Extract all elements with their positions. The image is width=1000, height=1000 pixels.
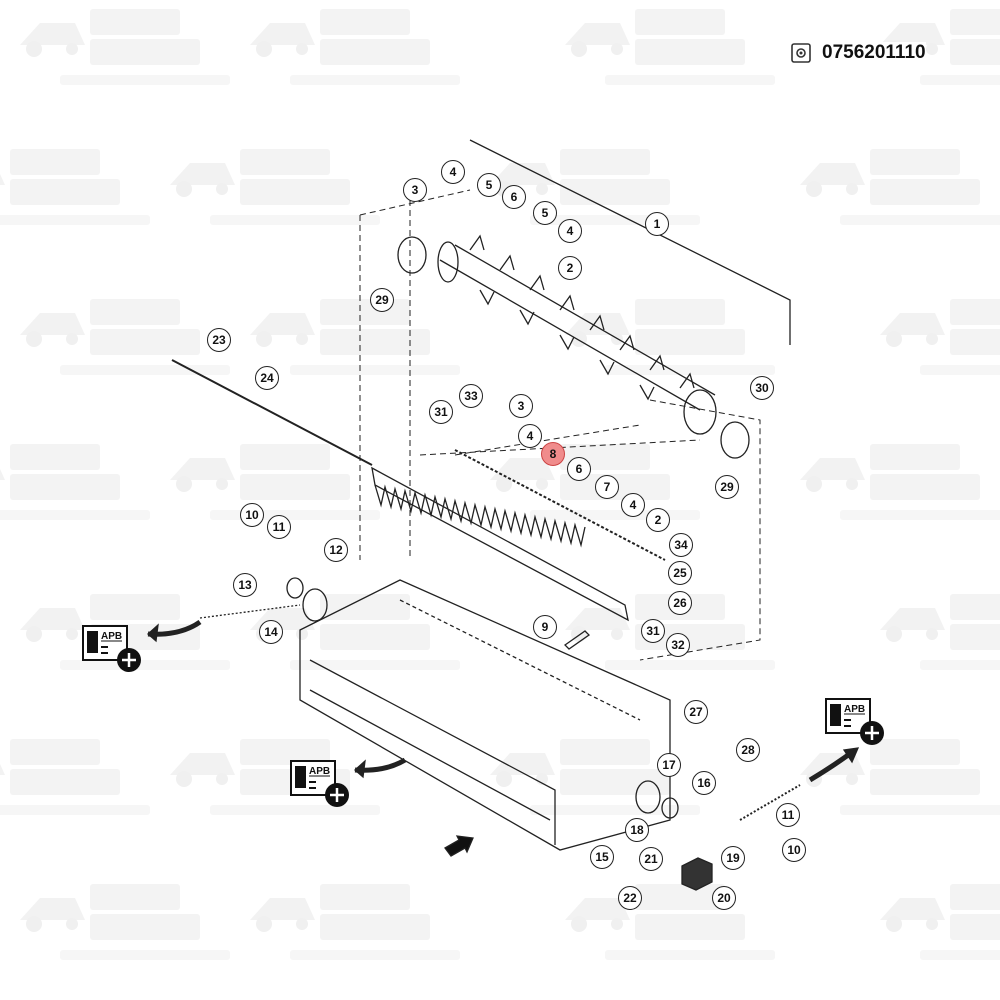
bushing xyxy=(286,577,304,599)
rotor-shaft xyxy=(437,234,717,435)
bearing-13 xyxy=(302,588,328,622)
callout[interactable]: 7 xyxy=(595,475,619,499)
callout[interactable]: 26 xyxy=(668,591,692,615)
apb-label: APB xyxy=(844,704,865,715)
watermark-logo xyxy=(250,884,460,960)
bearing-left xyxy=(397,236,427,274)
callout[interactable]: 22 xyxy=(618,886,642,910)
block-20 xyxy=(681,857,713,891)
callout[interactable]: 6 xyxy=(567,457,591,481)
link-rod xyxy=(199,604,301,619)
part-code: 0756201110 xyxy=(822,42,926,63)
watermark-logo xyxy=(250,9,460,85)
callout[interactable]: 4 xyxy=(558,219,582,243)
callout[interactable]: 2 xyxy=(558,256,582,280)
add-icon: APB xyxy=(290,760,349,807)
watermark-logo xyxy=(565,9,775,85)
callout[interactable]: 10 xyxy=(782,838,806,862)
callout[interactable]: 32 xyxy=(666,633,690,657)
callout[interactable]: 3 xyxy=(509,394,533,418)
add-icon: APB xyxy=(82,625,141,672)
watermark-logo xyxy=(20,884,230,960)
callout[interactable]: 23 xyxy=(207,328,231,352)
rod xyxy=(171,359,373,466)
callout[interactable]: 4 xyxy=(518,424,542,448)
callout[interactable]: 13 xyxy=(233,573,257,597)
callout[interactable]: 30 xyxy=(750,376,774,400)
part-code-header: 0756201110 xyxy=(790,42,926,64)
callout[interactable]: 4 xyxy=(621,493,645,517)
bearing-right xyxy=(720,421,750,459)
add-icon: APB xyxy=(825,698,884,745)
callout[interactable]: 27 xyxy=(684,700,708,724)
apb-add-button[interactable]: APB xyxy=(82,625,142,673)
apb-add-button[interactable]: APB xyxy=(825,698,885,746)
callout[interactable]: 17 xyxy=(657,753,681,777)
callout[interactable]: 11 xyxy=(776,803,800,827)
callout[interactable]: 2 xyxy=(646,508,670,532)
callout[interactable]: 28 xyxy=(736,738,760,762)
callout[interactable]: 12 xyxy=(324,538,348,562)
callout[interactable]: 9 xyxy=(533,615,557,639)
callout[interactable]: 29 xyxy=(715,475,739,499)
watermark-logo xyxy=(0,739,150,815)
schematic-gear-icon xyxy=(791,43,811,63)
callout[interactable]: 5 xyxy=(533,201,557,225)
callout[interactable]: 15 xyxy=(590,845,614,869)
knife-bar xyxy=(371,466,629,622)
lower-housing xyxy=(299,579,671,851)
callout[interactable]: 29 xyxy=(370,288,394,312)
callout[interactable]: 31 xyxy=(641,619,665,643)
callout[interactable]: 24 xyxy=(255,366,279,390)
watermark-logo xyxy=(800,739,1000,815)
callout[interactable]: 18 xyxy=(625,818,649,842)
watermark-logo xyxy=(880,884,1000,960)
nut-16 xyxy=(661,797,679,819)
watermark-logo xyxy=(0,149,150,225)
watermark-logo xyxy=(880,9,1000,85)
watermark-logo xyxy=(800,444,1000,520)
part-9 xyxy=(563,630,591,650)
callout[interactable]: 20 xyxy=(712,886,736,910)
apb-label: APB xyxy=(101,631,122,642)
watermark-logo xyxy=(880,299,1000,375)
callout[interactable]: 4 xyxy=(441,160,465,184)
callout[interactable]: 10 xyxy=(240,503,264,527)
callout[interactable]: 11 xyxy=(267,515,291,539)
watermark-logo xyxy=(880,594,1000,670)
watermark-logo xyxy=(800,149,1000,225)
callout[interactable]: 21 xyxy=(639,847,663,871)
callout[interactable]: 16 xyxy=(692,771,716,795)
callout[interactable]: 31 xyxy=(429,400,453,424)
watermark-logo xyxy=(565,884,775,960)
callout[interactable]: 3 xyxy=(403,178,427,202)
watermark-logo xyxy=(170,149,380,225)
callout-highlighted[interactable]: 8 xyxy=(541,442,565,466)
callout[interactable]: 14 xyxy=(259,620,283,644)
watermark-logo xyxy=(0,444,150,520)
wear-strip xyxy=(454,449,666,561)
callout[interactable]: 34 xyxy=(669,533,693,557)
callout[interactable]: 33 xyxy=(459,384,483,408)
apb-add-button[interactable]: APB xyxy=(290,760,350,808)
callout[interactable]: 5 xyxy=(477,173,501,197)
watermark-logo xyxy=(20,299,230,375)
bearing-17 xyxy=(635,780,661,814)
side-panel-edge xyxy=(469,139,791,345)
spring xyxy=(739,784,801,821)
callout[interactable]: 6 xyxy=(502,185,526,209)
callout[interactable]: 25 xyxy=(668,561,692,585)
direction-arrow xyxy=(444,835,474,857)
apb-label: APB xyxy=(309,766,330,777)
watermark-logo xyxy=(20,9,230,85)
callout[interactable]: 19 xyxy=(721,846,745,870)
watermark-logo xyxy=(565,299,775,375)
callout[interactable]: 1 xyxy=(645,212,669,236)
